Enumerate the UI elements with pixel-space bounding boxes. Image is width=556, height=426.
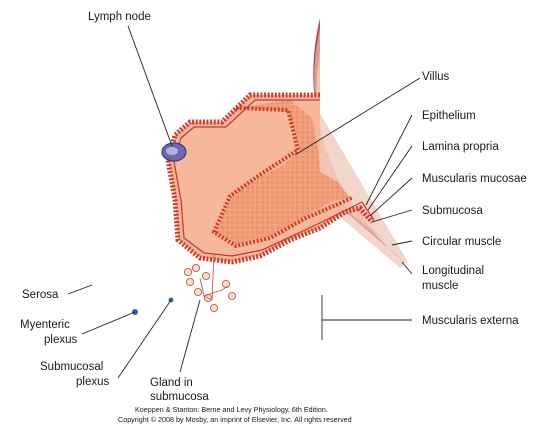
label-longitudinal-muscle-line1: Longitudinal bbox=[422, 265, 484, 277]
leader-muscularis-mucosae bbox=[370, 178, 412, 216]
label-muscularis-externa: Muscularis externa bbox=[422, 315, 519, 327]
leader-myenteric-plexus bbox=[82, 312, 135, 334]
label-myenteric-plexus-line2: plexus bbox=[44, 334, 77, 346]
leader-gland bbox=[180, 300, 200, 372]
leader-epithelium bbox=[366, 115, 412, 205]
label-gland-line2: submucosa bbox=[150, 391, 209, 403]
label-serosa: Serosa bbox=[22, 289, 59, 301]
leader-longitudinal-muscle bbox=[402, 262, 412, 274]
label-lamina-propria: Lamina propria bbox=[422, 141, 499, 153]
label-longitudinal-muscle-line2: muscle bbox=[422, 280, 458, 292]
label-muscularis-mucosae: Muscularis mucosae bbox=[422, 173, 527, 185]
leader-serosa bbox=[68, 285, 92, 294]
label-gland-line1: Gland in bbox=[150, 377, 193, 389]
cut-face-muscle bbox=[318, 18, 408, 268]
label-villus: Villus bbox=[422, 71, 450, 83]
leader-submucosal-plexus bbox=[118, 300, 171, 378]
caption-line2: Copyright © 2008 by Mosby, an imprint of… bbox=[118, 415, 352, 424]
caption-line1: Koeppen & Stanton: Berne and Levy Physio… bbox=[135, 405, 328, 414]
leader-lymph-node bbox=[128, 26, 172, 146]
label-submucosa: Submucosa bbox=[422, 205, 483, 217]
label-myenteric-plexus-line1: Myenteric bbox=[20, 319, 70, 331]
leader-lamina-propria bbox=[368, 146, 412, 210]
label-lymph-node: Lymph node bbox=[88, 11, 151, 23]
label-submucosal-plexus-line2: plexus bbox=[76, 376, 109, 388]
lymph-node-germinal-center bbox=[166, 147, 178, 155]
label-submucosal-plexus-line1: Submucosal bbox=[40, 361, 103, 373]
label-circular-muscle: Circular muscle bbox=[422, 236, 501, 248]
label-epithelium: Epithelium bbox=[422, 110, 476, 122]
